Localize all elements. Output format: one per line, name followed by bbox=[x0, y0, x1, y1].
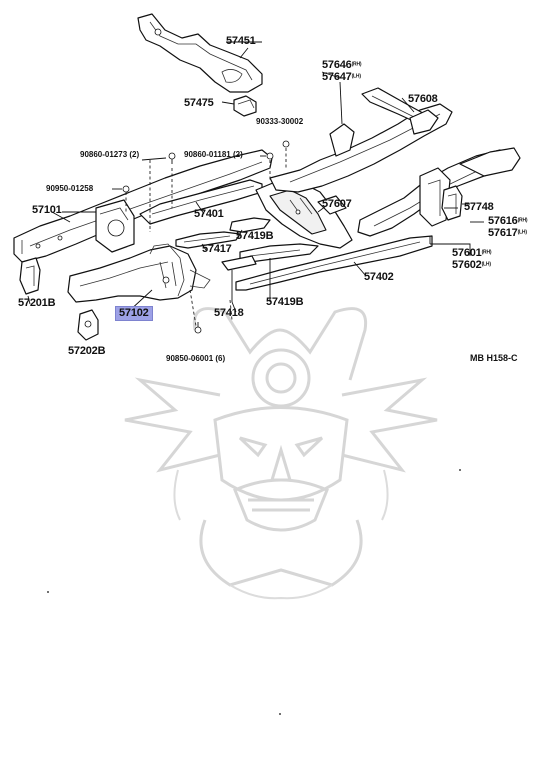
part-57402 bbox=[235, 235, 433, 291]
label-90860-01273-num: 90860-01273 bbox=[80, 150, 128, 159]
label-57451: 57451 bbox=[226, 35, 256, 47]
label-57617-side: (LH) bbox=[517, 229, 527, 236]
label-90860-01181-num: 90860-01181 bbox=[184, 150, 231, 159]
label-57602-num: 57602 bbox=[452, 259, 482, 271]
label-57647: 57647(LH) bbox=[322, 72, 361, 83]
label-57646: 57646(RH) bbox=[322, 59, 362, 71]
label-57417: 57417 bbox=[202, 243, 232, 255]
label-90860-01181-qty: (2) bbox=[232, 150, 243, 159]
part-57417 bbox=[175, 231, 241, 249]
watermark-mask bbox=[124, 307, 438, 600]
label-57418: 57418 bbox=[214, 307, 244, 319]
part-57601 bbox=[357, 147, 521, 237]
part-57748 bbox=[441, 185, 470, 221]
part-57102 bbox=[67, 243, 211, 303]
label-90860-01273-qty: (2) bbox=[129, 150, 140, 159]
part-57451 bbox=[137, 13, 263, 93]
label-90333-30002: 90333-30002 bbox=[256, 117, 304, 126]
label-57616-side: (RH) bbox=[517, 217, 528, 224]
label-57601-num: 57601 bbox=[452, 247, 482, 259]
label-57601: 57601(RH) bbox=[452, 247, 492, 259]
label-57101: 57101 bbox=[32, 204, 62, 216]
part-57475 bbox=[221, 95, 257, 117]
part-57418 bbox=[221, 255, 257, 302]
label-57202b: 57202B bbox=[68, 345, 106, 357]
label-57419b-a: 57419B bbox=[236, 230, 274, 242]
label-57602: 57602(LH) bbox=[452, 260, 491, 271]
label-57646-num: 57646 bbox=[322, 59, 352, 71]
part-57607 bbox=[255, 179, 353, 249]
label-57201b: 57201B bbox=[18, 297, 56, 309]
speck bbox=[459, 469, 461, 471]
label-57647-num: 57647 bbox=[322, 71, 352, 83]
speck bbox=[279, 713, 281, 715]
label-90860-01181: 90860-01181 (2) bbox=[184, 151, 243, 159]
label-57617: 57617(LH) bbox=[488, 228, 527, 239]
part-57419b-a bbox=[229, 217, 271, 233]
part-57608 bbox=[401, 97, 439, 135]
label-57401: 57401 bbox=[194, 208, 224, 220]
part-57101 bbox=[13, 149, 273, 263]
label-57616-num: 57616 bbox=[488, 215, 518, 227]
label-90950-01258: 90950-01258 bbox=[46, 184, 94, 193]
label-90850-06001: 90850-06001 (6) bbox=[166, 355, 225, 363]
label-57748: 57748 bbox=[464, 201, 494, 213]
label-57419b-b: 57419B bbox=[266, 296, 304, 308]
label-90850-06001-num: 90850-06001 bbox=[166, 354, 214, 363]
speck bbox=[47, 591, 49, 593]
label-90860-01273: 90860-01273 (2) bbox=[80, 151, 139, 159]
label-57616: 57616(RH) bbox=[488, 215, 528, 227]
bolt-icon bbox=[122, 140, 290, 334]
label-57402: 57402 bbox=[364, 271, 394, 283]
part-57201b bbox=[19, 257, 41, 305]
diagram-reference-code: MB H158-C bbox=[470, 353, 518, 363]
label-57617-num: 57617 bbox=[488, 227, 518, 239]
label-57646-side: (RH) bbox=[351, 61, 362, 68]
label-57475: 57475 bbox=[184, 97, 214, 109]
assembly-lines bbox=[125, 148, 287, 327]
label-57102-highlighted[interactable]: 57102 bbox=[115, 306, 153, 321]
label-57647-side: (LH) bbox=[351, 73, 361, 80]
label-90850-06001-qty: (6) bbox=[215, 354, 226, 363]
label-57607: 57607 bbox=[322, 198, 352, 210]
part-57202b bbox=[77, 309, 99, 341]
label-57608: 57608 bbox=[408, 93, 438, 105]
label-57601-side: (RH) bbox=[481, 249, 492, 256]
label-57602-side: (LH) bbox=[481, 261, 491, 268]
